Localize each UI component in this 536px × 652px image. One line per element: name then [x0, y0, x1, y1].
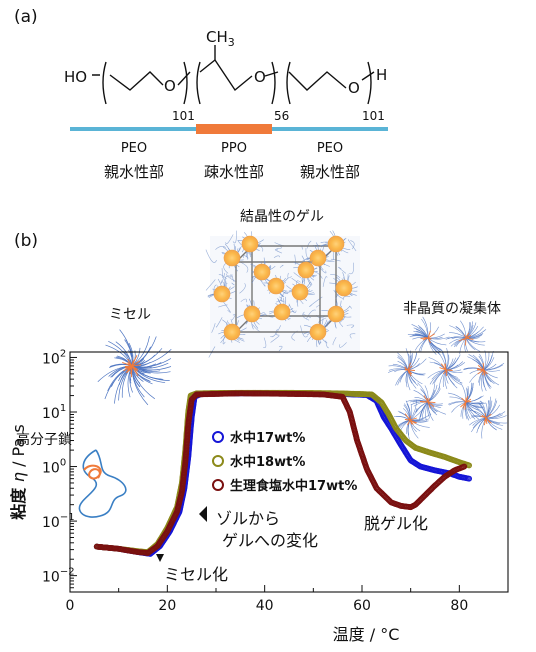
annotations: ミセル化 ゾルから ゲルへの変化 脱ゲル化 — [156, 506, 428, 584]
y-tick-label: 10−2 — [42, 567, 75, 586]
label-amorphous-aggregate: 非晶質の凝集体 — [403, 300, 501, 317]
data-point — [461, 463, 468, 470]
chem-o1: O — [164, 77, 176, 95]
data-point — [466, 475, 473, 482]
segment-name-ppo: PPO — [221, 141, 247, 156]
chem-ho: HO — [64, 68, 87, 86]
bracket-1 — [102, 61, 188, 105]
chem-o3: O — [348, 79, 360, 97]
segment-role-ppo: 疎水性部 — [204, 163, 264, 181]
viscosity-chart: 102 101 100 10−1 10−2 0 20 40 60 80 — [42, 348, 509, 614]
panel-b-label: (b) — [14, 231, 38, 251]
legend-label-17wt-saline: 生理食塩水中17wt% — [230, 478, 357, 494]
legend-label-18wt-water: 水中18wt% — [230, 454, 305, 470]
label-micelle: ミセル — [109, 307, 151, 323]
x-axis-label: 温度 / °C — [333, 625, 400, 644]
legend-marker-17wt-saline — [212, 479, 224, 491]
amorphous-aggregate-illustration — [387, 316, 508, 440]
chem-h: H — [376, 66, 387, 84]
chem-n3: 101 — [362, 109, 385, 123]
annotation-degelation: 脱ゲル化 — [364, 514, 428, 533]
chem-bonds — [92, 58, 375, 92]
chem-o2: O — [254, 68, 266, 86]
block-bar — [70, 124, 388, 134]
crystalline-gel-illustration — [205, 230, 360, 358]
x-tick-label: 80 — [450, 598, 468, 614]
arrow-sol-gel — [199, 506, 207, 522]
y-tick-label: 100 — [42, 458, 66, 477]
y-tick-label: 101 — [42, 403, 66, 422]
y-tick-label: 10−1 — [42, 512, 75, 531]
chem-n2: 56 — [274, 109, 289, 123]
segment-name-peo-right: PEO — [317, 141, 343, 156]
segment-role-peo-right: 親水性部 — [300, 163, 360, 181]
x-tick-label: 20 — [158, 598, 176, 614]
chem-n1: 101 — [172, 109, 195, 123]
polymer-chain-illustration — [78, 449, 127, 518]
legend: 水中17wt% 水中18wt% 生理食塩水中17wt% — [212, 430, 357, 494]
arrow-micellization — [156, 554, 164, 562]
x-tick-label: 40 — [256, 598, 274, 614]
chem-ch3: CH3 — [206, 28, 235, 49]
segment-name-peo-left: PEO — [121, 141, 147, 156]
x-tick-label: 0 — [66, 598, 75, 614]
legend-marker-18wt-water — [212, 455, 224, 467]
annotation-sol-gel-line1: ゾルから — [216, 509, 280, 528]
y-tick-label: 102 — [42, 348, 66, 367]
x-tick-label: 60 — [353, 598, 371, 614]
plot-frame — [69, 351, 509, 593]
annotation-sol-gel-line2: ゲルへの変化 — [222, 531, 318, 550]
y-axis-label: 粘度 η / Pa s — [9, 424, 28, 519]
annotation-micellization: ミセル化 — [164, 565, 228, 584]
segment-bar-peo-right — [272, 127, 388, 131]
legend-label-17wt-water: 水中17wt% — [230, 430, 305, 446]
chemical-structure: HO CH3 O O O H 101 56 101 — [64, 28, 387, 123]
label-crystal-gel: 結晶性のゲル — [240, 209, 324, 225]
series-2 — [93, 390, 468, 556]
segment-bar-peo-left — [70, 127, 196, 131]
segment-bar-ppo — [196, 124, 272, 134]
segment-role-peo-left: 親水性部 — [104, 163, 164, 181]
legend-marker-17wt-water — [212, 431, 224, 443]
label-polymer-chain: 高分子鎖 — [16, 431, 72, 448]
panel-a-label: (a) — [14, 7, 38, 27]
micelle-illustration — [97, 329, 172, 406]
bracket-2 — [196, 61, 276, 105]
bracket-3 — [286, 61, 372, 105]
